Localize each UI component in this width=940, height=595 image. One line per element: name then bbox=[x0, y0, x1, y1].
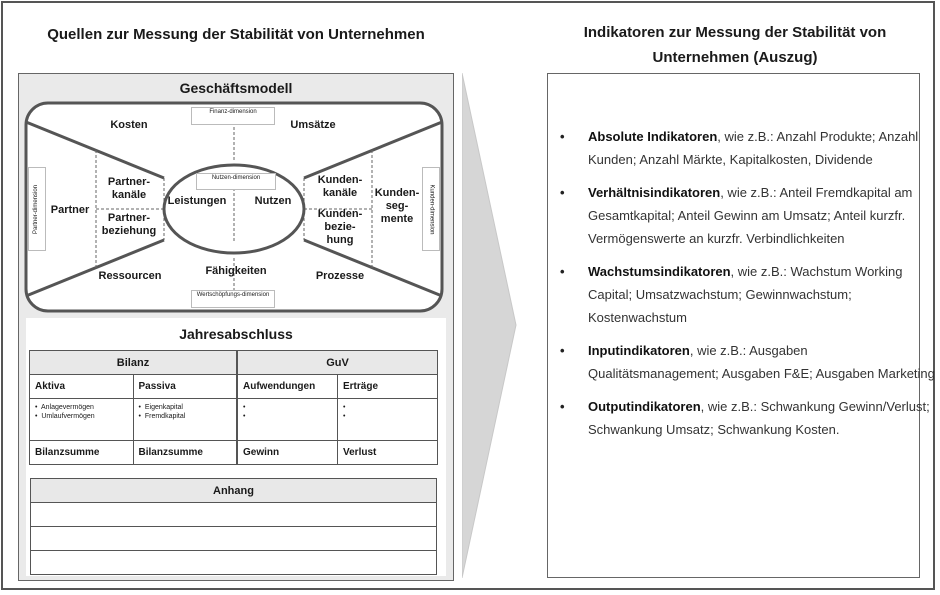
tag-partnerdimension: Partner-dimension bbox=[28, 167, 46, 251]
label-kosten: Kosten bbox=[110, 119, 148, 131]
aktiva-item: • Anlagevermögen bbox=[35, 404, 94, 411]
passiva-header: Passiva bbox=[132, 374, 237, 399]
passiva-item: • Eigenkapital bbox=[138, 404, 183, 411]
aktiva-item-text: Anlagevermögen bbox=[40, 404, 94, 411]
anhang-row bbox=[30, 550, 437, 575]
passiva-item-text: Fremdkapital bbox=[144, 413, 186, 420]
guv-table: GuV Aufwendungen Erträge •• •• Gewinn Ve… bbox=[237, 350, 438, 465]
passiva-items: • Eigenkapital • Fremdkapital bbox=[132, 398, 237, 441]
aktiva-item: • Umlaufvermögen bbox=[35, 413, 95, 420]
diagonal-top-left bbox=[26, 120, 165, 180]
passiva-item: • Fremdkapital bbox=[138, 413, 186, 420]
gewinn-cell: Gewinn bbox=[237, 440, 338, 465]
tag-kundendimension: Kunden-dimension bbox=[422, 167, 440, 251]
tag-finanzdimension: Finanz-dimension bbox=[191, 107, 275, 125]
label-partner: Partner bbox=[50, 204, 90, 216]
bilanz-title: Bilanz bbox=[29, 350, 237, 375]
indicator-text: , wie z.B.: Anzahl Produkte; Anzahl Kund… bbox=[588, 129, 919, 167]
label-leistungen: Leistungen bbox=[167, 195, 227, 207]
aktiva-header: Aktiva bbox=[29, 374, 134, 399]
indicator-heading: Verhältnisindikatoren bbox=[588, 185, 721, 200]
indicator-item: Outputindikatoren, wie z.B.: Schwankung … bbox=[560, 395, 940, 441]
ertraege-items: •• bbox=[337, 398, 438, 441]
tag-nutzendimension: Nutzen-dimension bbox=[196, 173, 276, 190]
indicator-list: Absolute Indikatoren, wie z.B.: Anzahl P… bbox=[558, 125, 940, 451]
passiva-item-text: Eigenkapital bbox=[144, 404, 183, 411]
guv-title: GuV bbox=[237, 350, 438, 375]
anhang-title: Anhang bbox=[30, 478, 437, 503]
aktiva-items: • Anlagevermögen • Umlaufvermögen bbox=[29, 398, 134, 441]
indicator-text: , wie z.B.: Schwankung Gewinn/Verlust; S… bbox=[588, 399, 930, 437]
label-prozesse: Prozesse bbox=[315, 270, 365, 282]
label-kundensegmente: Kunden-seg-mente bbox=[374, 187, 420, 225]
aufwendungen-header: Aufwendungen bbox=[237, 374, 338, 399]
label-partnerkanaele: Partner-kanäle bbox=[107, 176, 151, 201]
bilanzsumme-right: Bilanzsumme bbox=[132, 440, 237, 465]
label-partnerbeziehung: Partner-beziehung bbox=[101, 212, 157, 237]
indicator-item: Inputindikatoren, wie z.B.: Ausgaben Qua… bbox=[560, 339, 940, 385]
indicator-text: , wie z.B.: Anteil Fremdkapital am Gesam… bbox=[588, 185, 913, 246]
ertraege-header: Erträge bbox=[337, 374, 438, 399]
aktiva-item-text: Umlaufvermögen bbox=[41, 413, 95, 420]
label-faehigkeiten: Fähigkeiten bbox=[205, 265, 267, 277]
indicator-heading: Wachstumsindikatoren bbox=[588, 264, 731, 279]
label-kundenkanaele: Kunden-kanäle bbox=[317, 174, 363, 199]
arrow-shape bbox=[462, 73, 517, 578]
indicator-item: Absolute Indikatoren, wie z.B.: Anzahl P… bbox=[560, 125, 940, 171]
verlust-cell: Verlust bbox=[337, 440, 438, 465]
anhang-row bbox=[30, 502, 437, 527]
diagonal-top-right bbox=[303, 120, 442, 180]
indicator-item: Wachstumsindikatoren, wie z.B.: Wachstum… bbox=[560, 260, 940, 329]
indicator-text: , wie z.B.: Ausgaben Qualitätsmanagement… bbox=[588, 343, 935, 381]
label-umsaetze: Umsätze bbox=[290, 119, 336, 131]
arrow-right-icon bbox=[462, 73, 517, 578]
indicator-heading: Absolute Indikatoren bbox=[588, 129, 718, 144]
diagonal-bottom-left bbox=[26, 238, 165, 298]
indicator-heading: Inputindikatoren bbox=[588, 343, 690, 358]
diagonal-bottom-right bbox=[303, 238, 442, 298]
left-title: Quellen zur Messung der Stabilität von U… bbox=[47, 26, 425, 43]
aufwendungen-items: •• bbox=[237, 398, 338, 441]
bilanzsumme-left: Bilanzsumme bbox=[29, 440, 134, 465]
tag-kundendimension-text: Kunden-dimension bbox=[428, 183, 435, 235]
indicator-heading: Outputindikatoren bbox=[588, 399, 701, 414]
business-model-title: Geschäftsmodell bbox=[179, 80, 293, 96]
label-nutzen: Nutzen bbox=[254, 195, 292, 207]
label-kundenbeziehung: Kunden-bezie-hung bbox=[317, 208, 363, 246]
tag-wertschoepfungsdimension: Wertschöpfungs-dimension bbox=[191, 290, 275, 308]
anhang-table: Anhang bbox=[30, 478, 437, 575]
annual-statement-title: Jahresabschluss bbox=[179, 326, 293, 342]
anhang-row bbox=[30, 526, 437, 551]
indicator-text: , wie z.B.: Wachstum Working Capital; Um… bbox=[588, 264, 903, 325]
bilanz-table: Bilanz Aktiva Passiva • Anlagevermögen •… bbox=[29, 350, 237, 465]
tag-partnerdimension-text: Partner-dimension bbox=[33, 184, 40, 234]
right-title: Indikatoren zur Messung der Stabilität v… bbox=[583, 24, 887, 66]
indicator-item: Verhältnisindikatoren, wie z.B.: Anteil … bbox=[560, 181, 940, 250]
business-model-canvas bbox=[24, 101, 444, 313]
label-ressourcen: Ressourcen bbox=[98, 270, 162, 282]
